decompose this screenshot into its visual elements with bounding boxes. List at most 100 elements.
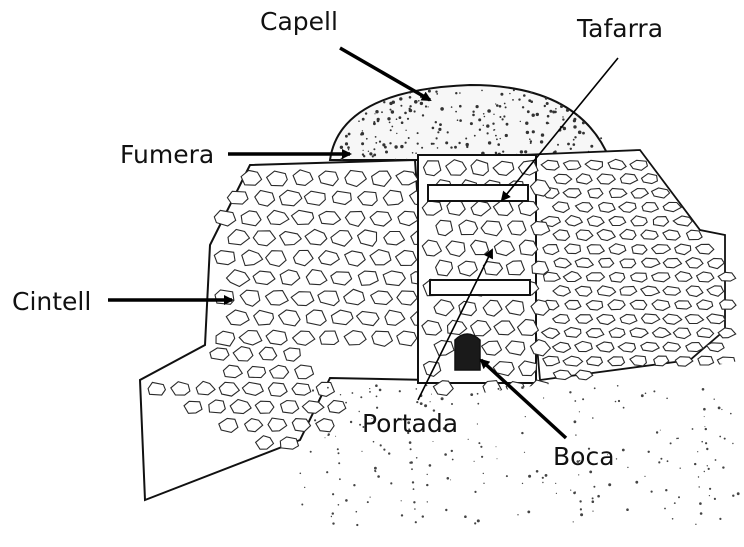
ground-speck: [416, 401, 418, 403]
ground-speck: [338, 452, 340, 454]
ground-speck: [522, 483, 523, 484]
dome-texture-dot: [396, 133, 397, 134]
stone: [227, 191, 248, 204]
dome-texture-dot: [369, 152, 372, 155]
ground-speck: [356, 524, 358, 526]
dome-texture-dot: [563, 127, 566, 130]
ground-speck: [674, 502, 676, 504]
ground-speck: [626, 508, 629, 511]
ground-speck: [718, 407, 721, 410]
ground-speck: [615, 401, 617, 403]
dome-texture-dot: [547, 115, 550, 118]
dome-texture-dot: [458, 142, 460, 144]
dome-texture-dot: [546, 102, 549, 105]
ground-speck: [401, 500, 402, 501]
ground-speck: [420, 402, 423, 405]
ground-speck: [545, 474, 548, 477]
dome-texture-dot: [497, 143, 500, 146]
dome-texture-dot: [381, 111, 383, 113]
ground-speck: [608, 483, 611, 486]
ground-speck: [312, 389, 314, 391]
dome-texture-dot: [483, 125, 484, 126]
ground-speck: [480, 446, 482, 448]
ground-speck: [416, 457, 418, 459]
ground-speck: [570, 490, 571, 491]
dome-texture-dot: [503, 115, 505, 117]
dome-texture-dot: [573, 119, 576, 122]
dome-texture-dot: [391, 126, 393, 128]
arrow-capell: [340, 48, 430, 100]
stone: [316, 382, 334, 396]
dome-texture-dot: [504, 103, 506, 105]
dome-texture-dot: [495, 135, 497, 137]
ground-speck: [422, 515, 424, 517]
dome-texture-dot: [412, 152, 414, 154]
ground-speck: [477, 423, 478, 424]
dome-texture-dot: [483, 113, 485, 115]
stone: [280, 437, 298, 449]
stone: [292, 419, 310, 432]
stone: [214, 251, 235, 265]
dome-texture-dot: [578, 131, 582, 135]
dome-texture-dot: [505, 134, 508, 137]
ground-speck: [524, 452, 525, 453]
dome-texture-dot: [573, 143, 576, 146]
stone: [620, 259, 636, 268]
ground-speck: [356, 511, 358, 513]
ground-speck: [388, 452, 390, 454]
dome-texture-dot: [409, 96, 412, 99]
ground-speck: [411, 468, 413, 470]
ground-speck: [697, 451, 698, 452]
dome-texture-dot: [347, 146, 350, 149]
dome-texture-dot: [474, 135, 476, 137]
ground-speck: [594, 387, 596, 389]
ground-speck: [705, 442, 707, 444]
dome-texture-dot: [495, 103, 496, 104]
ground-speck: [579, 411, 580, 412]
dome-texture-dot: [436, 137, 438, 139]
ground-speck: [666, 398, 668, 400]
dome-texture-dot: [363, 150, 364, 151]
ground-speck: [496, 446, 497, 447]
ground-speck: [527, 511, 530, 514]
ground-speck: [665, 489, 667, 491]
dome-texture-dot: [383, 101, 385, 103]
stone: [707, 343, 725, 352]
ground-speck: [699, 486, 700, 487]
ground-speck: [337, 448, 339, 450]
ground-speck: [730, 413, 732, 415]
dome-texture-dot: [530, 100, 533, 103]
dome-texture-dot: [560, 105, 563, 108]
ground-speck: [724, 438, 726, 440]
dome-texture-dot: [518, 98, 520, 100]
dome-texture-dot: [440, 107, 444, 111]
stone: [654, 356, 669, 366]
ground-speck: [497, 458, 498, 459]
ground-speck: [525, 416, 526, 417]
stone: [575, 370, 592, 380]
dome-texture-dot: [520, 121, 521, 122]
dome-texture-dot: [457, 119, 459, 121]
ground-speck: [427, 501, 428, 502]
dome-texture-dot: [582, 132, 585, 135]
label-portada: Portada: [362, 409, 458, 438]
ground-speck: [714, 399, 715, 400]
ground-speck: [444, 453, 447, 456]
dome-texture-dot: [582, 121, 585, 124]
dome-texture-dot: [520, 150, 523, 153]
ground-speck: [597, 495, 600, 498]
dome-texture-dot: [455, 92, 457, 94]
dome-texture-dot: [432, 127, 435, 130]
ground-speck: [451, 403, 453, 405]
dome-texture-dot: [437, 131, 439, 133]
ground-speck: [353, 484, 355, 486]
dome-texture-dot: [421, 147, 423, 149]
stone: [675, 301, 692, 309]
ground-speck: [618, 400, 620, 402]
ground-speck: [737, 492, 740, 495]
dome-texture-dot: [404, 112, 407, 115]
dome-texture-dot: [417, 132, 419, 134]
ground-speck: [592, 497, 594, 499]
ground-speck: [664, 508, 666, 510]
ground-speck: [593, 486, 595, 488]
